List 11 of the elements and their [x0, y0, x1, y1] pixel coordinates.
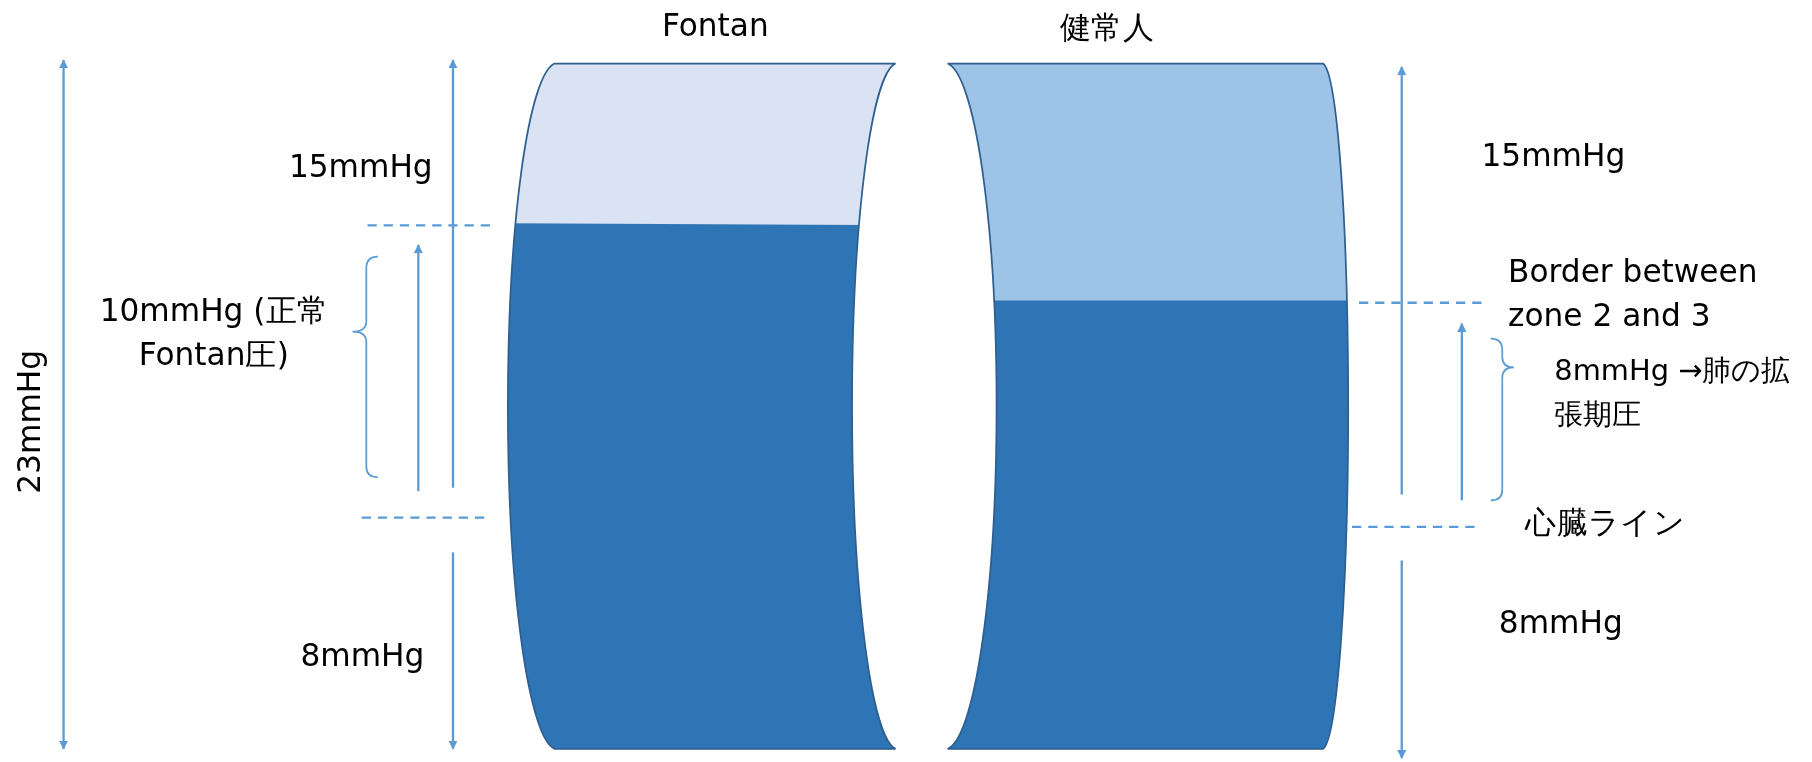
pressure-label: 8mmHg — [300, 635, 425, 675]
column-heading: Fontan — [661, 6, 769, 43]
pressure-label: 心臓ライン — [1525, 502, 1685, 542]
pressure-label: 15mmHg — [288, 146, 433, 186]
pressure-label: 15mmHg — [1481, 136, 1626, 176]
axis-label: 23mmHg — [9, 349, 48, 494]
pressure-label: 8mmHg — [1498, 603, 1623, 643]
pressure-label: 8mmHg →肺の拡張期圧 — [1554, 352, 1792, 434]
pressure-label: Border between zone 2 and 3 — [1508, 252, 1759, 335]
pressure-label: 10mmHg (正常Fontan圧) — [98, 291, 329, 375]
column-heading: 健常人 — [1060, 8, 1154, 48]
